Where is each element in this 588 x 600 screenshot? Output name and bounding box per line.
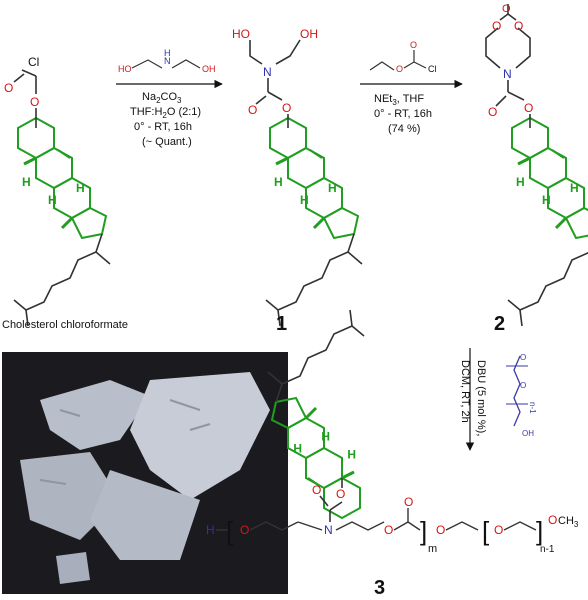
step2-condition-yield: (74 %) <box>388 123 420 135</box>
polymer-bracket-left: [ <box>226 516 234 546</box>
polymer-o-carbonyl: O <box>404 495 413 509</box>
polymer-bracket-left-2: [ <box>482 516 490 546</box>
step1-condition-yield: (~ Quant.) <box>142 136 192 148</box>
atom-o-ring-carbonyl: O <box>502 3 511 15</box>
product-photo <box>2 352 288 594</box>
atom-o-carbonyl-2: O <box>488 105 497 119</box>
initiator-o-top: O <box>520 353 526 362</box>
step1-condition-base: Na2CO3 <box>142 91 182 105</box>
step2-condition-base: NEt3, THF <box>374 93 424 107</box>
polymer-bracket-right-m: ] <box>420 516 427 546</box>
atom-o-ester-1: O <box>282 101 291 115</box>
atom-o-carbonyl-3: O <box>312 483 321 497</box>
step2-reagent-ethyl-chloroformate: O O Cl <box>369 40 437 74</box>
polymer-o-5: O <box>548 513 557 527</box>
reagent1-n: N <box>164 56 171 66</box>
label-compound-2: 2 <box>494 313 505 335</box>
step1-condition-solvent: THF:H2O (2:1) <box>130 106 201 120</box>
reagent1-h: H <box>164 48 171 58</box>
polymer-bracket-right-n: ] <box>536 516 543 546</box>
initiator-oh: OH <box>522 429 534 438</box>
atom-o-carbonyl-start: O <box>4 81 13 95</box>
atom-n-2: N <box>503 67 512 81</box>
initiator-o-mid: O <box>520 381 526 390</box>
atom-o-ester-2: O <box>524 101 533 115</box>
label-compound-1: 1 <box>276 313 287 335</box>
atom-ho-1: HO <box>232 27 250 41</box>
reagent1-oh: OH <box>202 64 216 74</box>
label-cholesterol-chloroformate: Cholesterol chloroformate <box>2 319 128 331</box>
atom-o-carbonyl-1: O <box>248 103 257 117</box>
step3-initiator-mpeg: O O OH n-1 <box>506 353 537 438</box>
atom-cl-start: Cl <box>28 55 39 69</box>
compound-3-structure: O O H [ O N O O ] m O [ O ] n-1 O CH3 <box>206 308 579 555</box>
atom-o-ring-left: O <box>492 19 501 33</box>
step1-reagent-diethanolamine: HO N H OH <box>118 48 216 74</box>
polymer-o-4: O <box>494 523 503 537</box>
compound-1-structure: O O N HO OH <box>232 27 364 328</box>
atom-oh-1: OH <box>300 27 318 41</box>
polymer-o-2: O <box>384 523 393 537</box>
label-compound-3: 3 <box>374 577 385 599</box>
reagent2-o1: O <box>396 64 403 74</box>
reagent2-o2: O <box>410 40 417 50</box>
atom-o-ester-start: O <box>30 95 39 109</box>
polymer-subscript-n1: n-1 <box>540 544 555 555</box>
step3-condition-solvent: DCM, RT, 2h <box>459 360 471 423</box>
compound-2-structure: O O N O O O <box>485 3 588 328</box>
reagent1-ho: HO <box>118 64 132 74</box>
step3-condition-catalyst: DBU (5 mol %), <box>475 360 487 436</box>
atom-o-ring-right: O <box>514 19 523 33</box>
atom-o-ester-3: O <box>336 487 345 501</box>
step1-condition-temp: 0° - RT, 16h <box>134 121 192 133</box>
cholesterol-chloroformate-structure: O O Cl <box>4 55 112 328</box>
atom-n-1: N <box>263 65 272 79</box>
polymer-h-end: H <box>206 523 215 537</box>
step2-condition-temp: 0° - RT, 16h <box>374 108 432 120</box>
polymer-o-3: O <box>436 523 445 537</box>
initiator-subscript: n-1 <box>528 402 537 414</box>
polymer-ch3: CH3 <box>558 515 579 529</box>
reagent2-cl: Cl <box>428 64 437 74</box>
polymer-o-1: O <box>240 523 249 537</box>
polymer-n: N <box>324 523 333 537</box>
polymer-subscript-m: m <box>428 543 437 555</box>
